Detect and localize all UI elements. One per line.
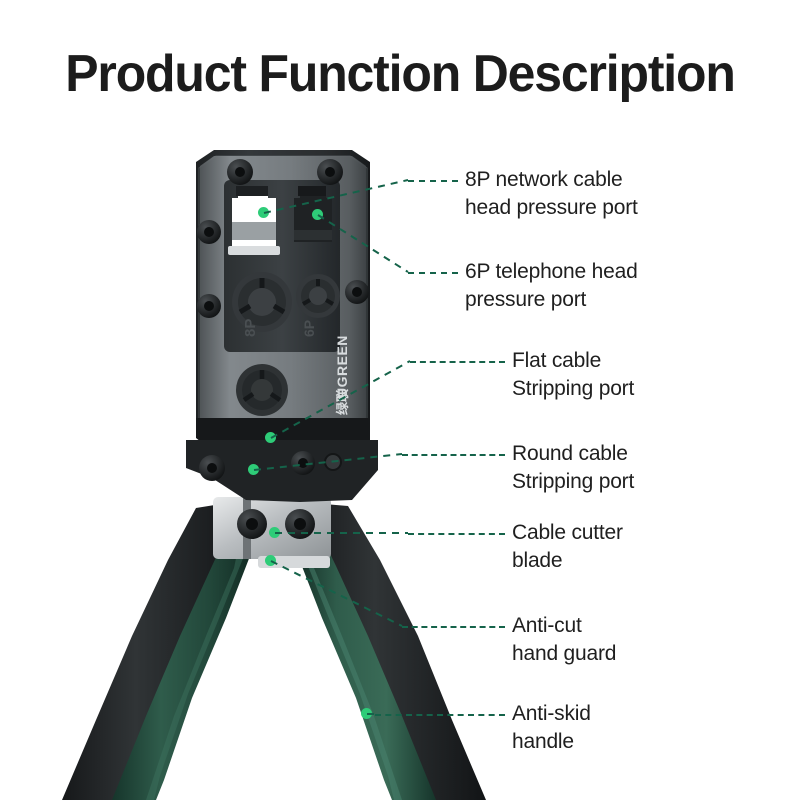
anchor-dot bbox=[312, 209, 323, 220]
leader-line bbox=[402, 454, 505, 456]
handle-left bbox=[62, 498, 252, 800]
anchor-dot bbox=[361, 708, 372, 719]
brand-logo-text: UGREEN bbox=[334, 335, 350, 398]
anchor-dot bbox=[248, 464, 259, 475]
anchor-dot bbox=[258, 207, 269, 218]
leader-line bbox=[408, 180, 458, 182]
leader-line bbox=[410, 361, 505, 363]
callout-label-8p-network-cable-head-pressure-port: 8P network cable head pressure port bbox=[465, 168, 638, 219]
pivot-frame bbox=[186, 440, 378, 502]
anchor-dot bbox=[269, 527, 280, 538]
brand-logo-text-cn: 绿联 bbox=[335, 389, 350, 415]
callout-label-anti-skid-handle: Anti-skid handle bbox=[512, 702, 591, 753]
die-label-8p: 8P bbox=[242, 319, 259, 337]
callout-label-round-cable-stripping-port: Round cable Stripping port bbox=[512, 442, 635, 493]
page-title: Product Function Description bbox=[65, 45, 736, 103]
anchor-dot bbox=[265, 555, 276, 566]
leader-line bbox=[408, 272, 458, 274]
callout-label-6p-telephone-head-pressure-port: 6P telephone head pressure port bbox=[465, 260, 638, 311]
die-label-6p: 6P bbox=[301, 320, 317, 337]
leader-line bbox=[408, 533, 505, 535]
tool-head: 8P 6P UGREEN 绿联 bbox=[196, 150, 370, 452]
callout-label-flat-cable-stripping-port: Flat cable Stripping port bbox=[512, 349, 635, 400]
leader-line bbox=[402, 626, 505, 628]
anchor-dot bbox=[265, 432, 276, 443]
callout-label-cable-cutter-blade: Cable cutter blade bbox=[512, 521, 623, 572]
leader-line bbox=[375, 714, 505, 716]
head-screws bbox=[197, 159, 369, 318]
callout-label-anti-cut-hand-guard: Anti-cut hand guard bbox=[512, 614, 617, 665]
